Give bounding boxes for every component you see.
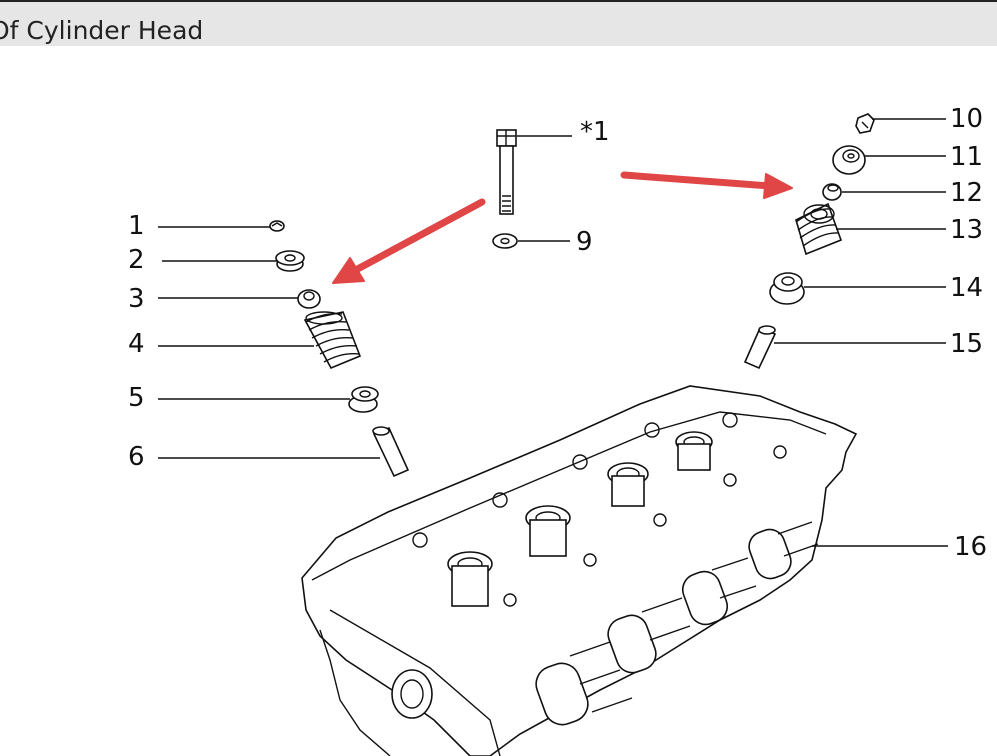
page-title: Of Cylinder Head — [0, 16, 204, 45]
part-10-keeper — [855, 113, 875, 134]
header-bar: Of Cylinder Head — [0, 0, 997, 46]
callout-15: 15 — [950, 329, 983, 359]
callout-5: 5 — [128, 383, 145, 413]
part-14-spring-seat — [769, 272, 805, 305]
red-arrow-right — [620, 171, 793, 199]
red-arrow-left — [332, 198, 486, 284]
callout-10: 10 — [950, 104, 983, 134]
part-12-seal — [822, 183, 842, 201]
part-1-keeper — [269, 220, 285, 232]
part-15-valve-guide — [743, 325, 777, 370]
part-2-retainer — [275, 250, 305, 272]
callout-11: 11 — [950, 142, 983, 172]
leader-lines — [158, 118, 948, 547]
callout-9: 9 — [576, 227, 593, 257]
callout-16: 16 — [954, 532, 987, 562]
callout-13: 13 — [950, 215, 983, 245]
part-star1-bolt — [496, 129, 517, 215]
part-16-cylinder-head — [301, 385, 858, 756]
callout-6: 6 — [128, 442, 145, 472]
part-6-valve-guide — [372, 426, 410, 478]
part-9-washer — [492, 233, 518, 249]
part-13-spring — [795, 202, 843, 256]
part-4-spring — [303, 311, 362, 370]
callout-1: 1 — [128, 211, 145, 241]
callout-star1: *1 — [580, 117, 610, 147]
part-3-seal — [297, 289, 321, 309]
callout-4: 4 — [128, 329, 145, 359]
part-11-retainer — [832, 145, 866, 175]
callout-12: 12 — [950, 178, 983, 208]
callout-2: 2 — [128, 245, 145, 275]
callout-labels: 1 2 3 4 5 6 *1 9 10 11 12 13 14 15 16 — [128, 104, 987, 562]
part-5-spring-seat — [348, 386, 379, 413]
callout-3: 3 — [128, 284, 145, 314]
callout-14: 14 — [950, 273, 983, 303]
